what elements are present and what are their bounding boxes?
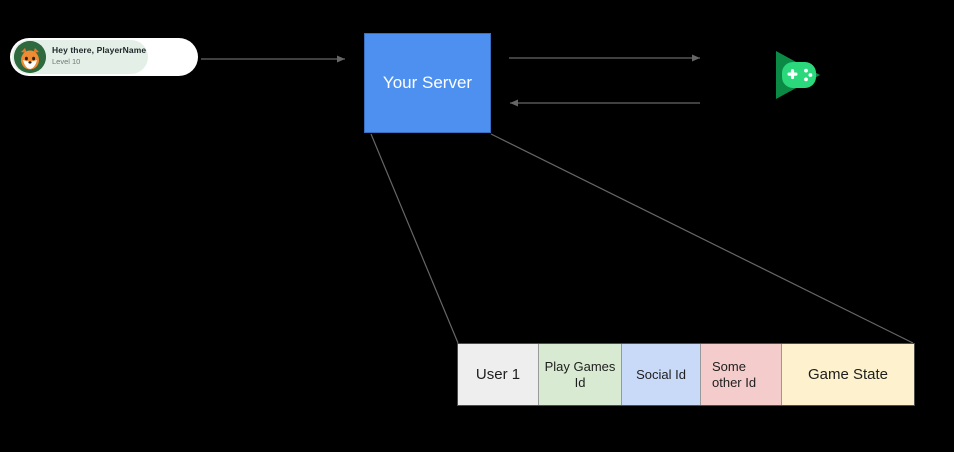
player-level-text: Level 10 (52, 57, 81, 66)
table-cell-user[interactable]: User 1 (458, 344, 539, 405)
table-cell-some-other-id[interactable]: Some other Id (701, 344, 782, 405)
your-server-label: Your Server (382, 73, 473, 92)
server-to-table-right-connector (490, 133, 914, 344)
player-greeting-text: Hey there, PlayerName (52, 45, 147, 55)
table-cell-game-state[interactable]: Game State (782, 344, 914, 405)
google-play-games-icon (772, 48, 828, 102)
table-cell-play-games-id[interactable]: Play Games Id (539, 344, 622, 405)
table-cell-social-id[interactable]: Social Id (622, 344, 701, 405)
user-record-table: User 1 Play Games Id Social Id Some othe… (457, 343, 915, 406)
card-text-block: Hey there, PlayerName Level 10 (52, 45, 146, 67)
server-to-table-left-connector (370, 133, 459, 344)
fox-avatar-icon (14, 41, 46, 73)
player-greeting-card[interactable]: Hey there, PlayerName Level 10 (10, 38, 198, 76)
your-server-box[interactable]: Your Server (364, 33, 491, 133)
